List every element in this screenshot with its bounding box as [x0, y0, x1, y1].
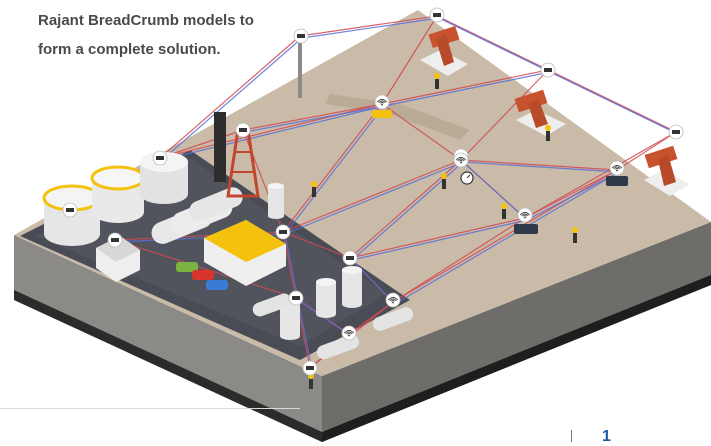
utility-vehicle	[514, 224, 538, 234]
gauge-icon	[460, 171, 474, 185]
camera-icon	[540, 62, 556, 78]
network-links	[69, 15, 679, 371]
oil-pumps	[420, 26, 690, 196]
worker-icon	[311, 181, 317, 197]
ground-side-right	[322, 222, 711, 442]
wifi-icon	[453, 152, 469, 168]
wifi-icon	[609, 160, 625, 176]
camera-icon	[275, 224, 291, 240]
camera-icon	[302, 360, 318, 376]
ground-side-left	[14, 235, 322, 442]
page-separator	[571, 430, 572, 442]
wifi-icon	[374, 94, 390, 110]
road	[325, 94, 470, 140]
camera-icon	[152, 150, 168, 166]
camera-icon	[62, 202, 78, 218]
worker-icon	[501, 203, 507, 219]
footer-rule	[0, 408, 300, 409]
antenna-mast-icon	[298, 40, 302, 98]
utility-vehicle	[606, 176, 628, 186]
worker-icon	[434, 73, 440, 89]
camera-icon	[293, 28, 309, 44]
wifi-nodes	[341, 94, 625, 341]
oil-pump-icon	[644, 145, 690, 196]
ground-slab	[14, 10, 711, 442]
storage-tank-icon	[268, 183, 362, 340]
camera-icon	[288, 290, 304, 306]
storage-tanks	[42, 40, 362, 340]
wifi-icon	[385, 292, 401, 308]
camera-icon	[235, 122, 251, 138]
worker-icon	[441, 173, 447, 189]
car-icon	[176, 262, 198, 272]
worker-icon	[572, 227, 578, 243]
station-building	[96, 220, 286, 286]
caption: Rajant BreadCrumb models to form a compl…	[38, 6, 338, 64]
oil-pump-icon	[514, 89, 566, 136]
wifi-icon	[517, 207, 533, 223]
utility-vehicle	[372, 110, 392, 118]
tanker-truck-icon	[316, 334, 360, 360]
camera-icon	[668, 124, 684, 140]
wifi-icon	[341, 325, 357, 341]
vehicles	[176, 110, 628, 360]
page-number: 1	[602, 428, 611, 445]
tanker-truck-icon	[252, 293, 292, 317]
camera-icon	[342, 250, 358, 266]
caption-line-1: Rajant BreadCrumb models to	[38, 12, 254, 29]
camera-icon	[107, 232, 123, 248]
car-icon	[206, 280, 228, 290]
car-icon	[192, 270, 214, 280]
camera-icon	[429, 7, 445, 23]
caption-line-2: form a complete solution.	[38, 41, 221, 58]
oil-pump-icon	[420, 26, 468, 76]
storage-tank-icon	[90, 165, 146, 223]
tanker-truck-icon	[372, 307, 414, 331]
worker-icon	[545, 125, 551, 141]
